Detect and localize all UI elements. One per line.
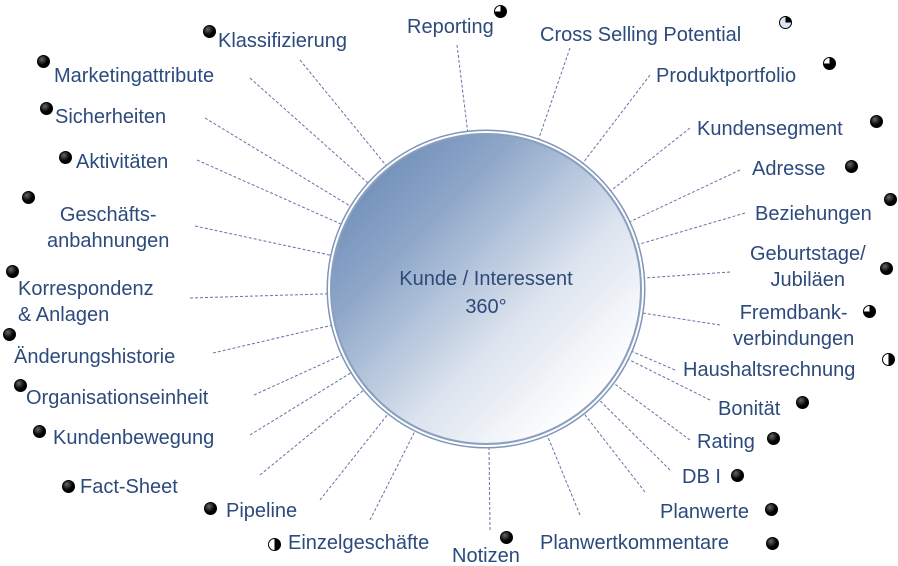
item-label: Adresse	[752, 158, 826, 180]
connector-line	[629, 169, 741, 223]
item-label: Bonität	[718, 398, 781, 420]
item-label: Aktivitäten	[76, 151, 169, 173]
item-label: Planwertkommentare	[540, 532, 729, 554]
item-label: Fact-Sheet	[80, 476, 178, 498]
harvey-ball-full-icon	[500, 531, 513, 544]
item-label: Organisationseinheit	[26, 387, 209, 409]
item-label: Korrespondenz& Anlagen	[18, 278, 154, 326]
harvey-ball-quarter-icon	[779, 16, 792, 29]
connector-line	[253, 353, 344, 396]
connector-line	[546, 434, 581, 516]
harvey-ball-full-icon	[37, 55, 50, 68]
harvey-ball-full-icon	[6, 265, 19, 278]
harvey-ball-full-icon	[59, 151, 72, 164]
harvey-ball-full-icon	[765, 503, 778, 516]
connector-line	[643, 312, 721, 326]
connector-line	[613, 382, 691, 441]
item-label: Reporting	[407, 16, 494, 38]
customer-hub-circle: Kunde / Interessent 360°	[330, 133, 642, 445]
item-label: Geschäfts-anbahnungen	[47, 204, 170, 252]
harvey-ball-full-icon	[870, 115, 883, 128]
connector-line	[204, 117, 353, 208]
harvey-ball-full-icon	[884, 193, 897, 206]
connector-line	[638, 212, 746, 245]
item-label: Beziehungen	[755, 203, 872, 225]
connector-line	[196, 159, 343, 226]
item-label: Einzelgeschäfte	[288, 532, 430, 554]
item-label: Kundenbewegung	[53, 427, 215, 449]
connector-line	[249, 77, 370, 185]
item-label: Geburtstage/Jubiläen	[750, 243, 866, 291]
harvey-ball-full-icon	[40, 102, 53, 115]
item-label: Notizen	[452, 545, 520, 566]
harvey-ball-full-icon	[3, 328, 16, 341]
item-label: Produktportfolio	[656, 65, 797, 87]
connector-line	[631, 351, 676, 371]
harvey-ball-full-icon	[204, 502, 217, 515]
item-label: Sicherheiten	[55, 106, 167, 128]
connector-line	[319, 412, 390, 501]
connector-line	[189, 293, 330, 299]
item-label: Rating	[697, 431, 755, 453]
hub-title-line2: 360°	[465, 296, 507, 318]
harvey-ball-full-icon	[767, 432, 780, 445]
item-label: Klassifizierung	[218, 30, 347, 52]
harvey-ball-threequarter-icon	[863, 305, 876, 318]
connector-line	[369, 429, 417, 521]
harvey-ball-half-icon	[882, 353, 895, 366]
connector-line	[583, 413, 646, 493]
harvey-ball-full-icon	[731, 469, 744, 482]
harvey-ball-full-icon	[62, 480, 75, 493]
item-label: Änderungshistorie	[14, 346, 176, 368]
hub-title: Kunde / Interessent 360°	[332, 265, 640, 321]
item-label: Cross Selling Potential	[540, 24, 742, 46]
item-label: Haushaltsrechnung	[683, 359, 856, 381]
connector-line	[598, 399, 671, 471]
connector-line	[582, 74, 651, 164]
harvey-ball-half-icon	[268, 538, 281, 551]
harvey-ball-full-icon	[880, 262, 893, 275]
harvey-ball-full-icon	[22, 191, 35, 204]
harvey-ball-threequarter-icon	[494, 5, 507, 18]
connector-line	[299, 59, 388, 167]
item-label: Planwerte	[660, 501, 749, 523]
harvey-ball-full-icon	[14, 379, 27, 392]
connector-line	[488, 446, 491, 531]
connector-line	[212, 324, 334, 354]
connector-line	[644, 271, 731, 279]
item-label: Marketingattribute	[54, 65, 215, 87]
harvey-ball-full-icon	[203, 25, 216, 38]
connector-line	[610, 127, 691, 192]
harvey-ball-full-icon	[33, 425, 46, 438]
connector-line	[628, 358, 711, 401]
harvey-ball-full-icon	[766, 537, 779, 550]
item-label: Kundensegment	[697, 118, 843, 140]
harvey-ball-full-icon	[796, 396, 809, 409]
item-label: DB I	[682, 466, 721, 488]
hub-title-line1: Kunde / Interessent	[399, 268, 573, 290]
item-label: Pipeline	[226, 500, 298, 522]
harvey-ball-threequarter-icon	[823, 57, 836, 70]
connector-line	[249, 371, 353, 436]
harvey-ball-full-icon	[845, 160, 858, 173]
connector-line	[537, 47, 571, 140]
connector-line	[259, 388, 366, 476]
connector-line	[194, 225, 333, 257]
connector-line	[456, 44, 469, 133]
item-label: Fremdbank-verbindungen	[733, 302, 855, 350]
